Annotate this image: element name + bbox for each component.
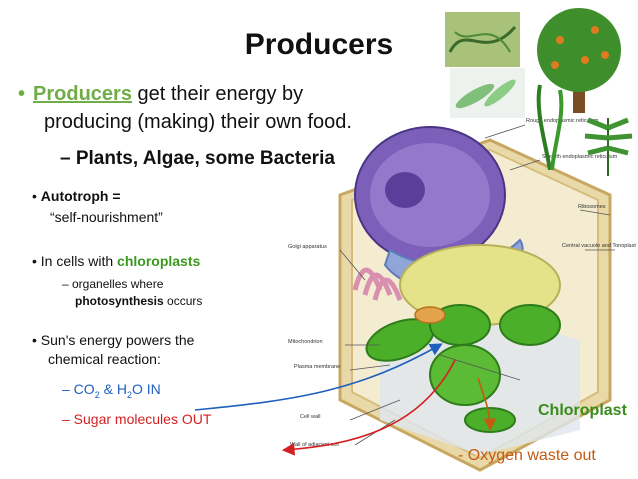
chloroplast-text: In cells with [40,253,118,269]
photosynthesis-keyword: photosynthesis [75,294,164,308]
bullet1-text-a: get their energy by [131,83,304,105]
label-rough-er: Rough endoplasmic reticulum [526,118,599,124]
chloroplast-item: • In cells with chloroplasts [32,252,200,271]
autotroph-meaning: “self-nourishment” [50,209,163,225]
co2-h2o-in: – CO2 & H2O IN [62,380,161,405]
bullet1-text-b: producing (making) their own food. [44,111,352,133]
bullet-dot: • [18,83,26,105]
chloroplast-label: Chloroplast [538,402,627,419]
sun-energy-item: • Sun's energy powers the [32,331,194,349]
producers-examples: – Plants, Algae, some Bacteria [60,148,335,169]
label-golgi: Golgi apparatus [288,244,327,250]
label-adjacent-wall: Wall of adjacent cell [290,442,339,448]
autotroph-label: Autotroph = [40,188,121,204]
bullet-dot: • [32,253,41,269]
co2-in-arrow [194,343,443,411]
diatom-image [450,68,525,118]
sun-line-a: Sun's energy powers the [40,332,195,348]
bullet-dot: • [32,332,41,348]
grass-image [536,84,564,170]
in-sub: 2 [94,389,100,400]
algae-image [445,12,520,67]
label-mitochondrion: Mitochondrion [288,339,323,345]
sugar-out-arrow [281,359,456,456]
label-cell-wall: Cell wall [300,414,320,420]
in-pre: – CO [62,381,95,397]
bullet-producers: • Producers get their energy by producing… [18,80,413,136]
sugar-out: – Sugar molecules OUT [62,411,212,427]
label-smooth-er: Smooth endoplasmic reticulum [542,154,618,160]
photosynthesis-rest: occurs [163,294,203,308]
sun-line-b: chemical reaction: [48,351,161,367]
tree-image [537,8,621,113]
in-sub2: 2 [126,389,132,400]
in-post: O IN [131,381,161,397]
fern-image [584,117,633,176]
golgi-apparatus [352,267,403,301]
slide-title: Producers [244,28,394,61]
mitochondrion [414,306,446,324]
nucleolus [385,172,425,208]
oxygen-out-arrow [477,377,497,432]
photosynthesis-line: photosynthesis occurs [75,294,202,308]
in-mid: & H [99,381,127,397]
label-ribosomes: Ribosomes [578,204,606,210]
bullet-dot: • [32,188,41,204]
chloroplasts-keyword: chloroplasts [117,253,201,269]
autotroph-item: • Autotroph = [32,187,121,206]
producers-keyword: Producers [33,83,132,105]
label-plasma-membrane: Plasma membrane [294,364,340,370]
label-vacuole: Central vacuole and Tonoplast [562,243,636,249]
oxygen-label: - Oxygen waste out [458,447,596,464]
organelles-line: – organelles where [62,277,164,291]
nucleus-inner [370,143,490,247]
